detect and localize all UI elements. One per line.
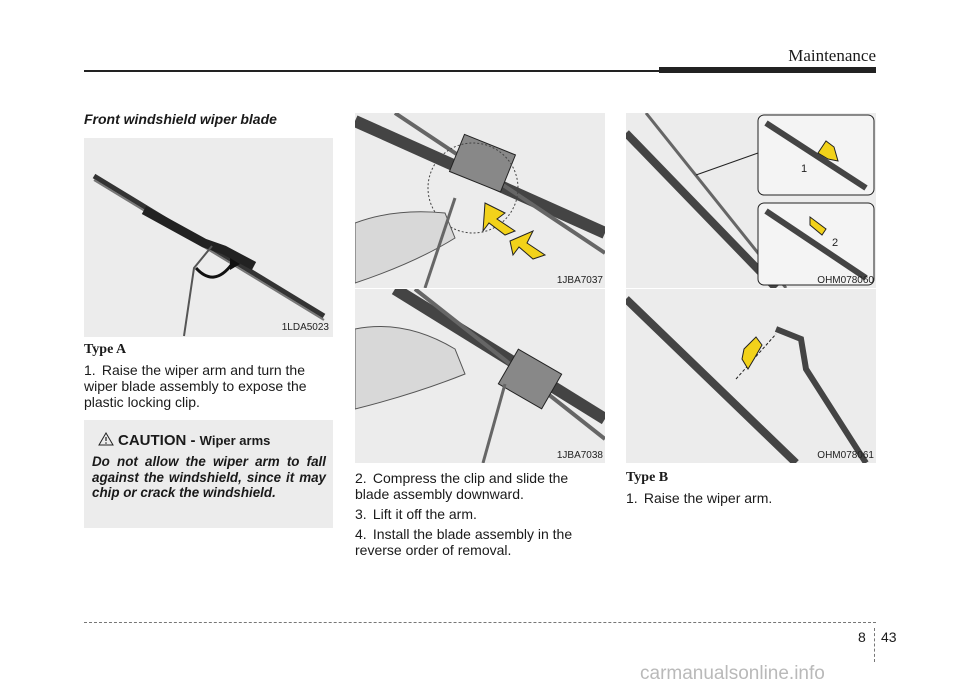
callout-1: 1 — [801, 163, 808, 175]
figure-type-b-detach: OHM078061 — [626, 289, 876, 463]
wiper-illustration — [92, 173, 326, 337]
type-a-label: Type A — [84, 342, 127, 357]
step-text: Compress the clip and slide the blade as… — [355, 470, 569, 502]
step-number: 3. — [355, 506, 367, 522]
page-header-title: Maintenance — [788, 46, 876, 65]
step-text: Raise the wiper arm and turn the wiper b… — [84, 362, 307, 410]
caution-word: CAUTION - — [118, 432, 200, 449]
watermark: carmanualsonline.info — [640, 663, 825, 684]
step-text: Lift it off the arm. — [372, 506, 477, 522]
header-rule-thick — [659, 67, 876, 73]
caution-body: Do not allow the wiper arm to fall again… — [92, 454, 326, 500]
step-number: 1. — [626, 490, 638, 506]
section-title: Front windshield wiper blade — [84, 111, 277, 127]
caution-subject: Wiper arms — [199, 433, 271, 448]
caution-heading: CAUTION - Wiper arms — [118, 432, 270, 449]
lift-illustration — [355, 289, 605, 463]
step-text: Raise the wiper arm. — [643, 490, 773, 506]
step-2: 2. Compress the clip and slide the blade… — [355, 470, 605, 502]
figure-wiper-type-a: 1LDA5023 — [84, 138, 333, 337]
type-b-step-1: 1. Raise the wiper arm. — [626, 490, 876, 506]
callout-2: 2 — [832, 237, 839, 249]
figure-lift-off-arm: 1JBA7038 — [355, 289, 605, 463]
figure-code: 1JBA7038 — [556, 450, 603, 461]
figure-type-b-raise: 1 2 OHM078060 — [626, 113, 876, 288]
figure-code: OHM078061 — [817, 450, 874, 461]
header-rule-thin — [84, 70, 659, 72]
type-b-illustration — [626, 113, 875, 288]
type-a-step-1: 1. Raise the wiper arm and turn the wipe… — [84, 362, 333, 410]
figure-code: 1LDA5023 — [281, 322, 329, 333]
type-b-label: Type B — [626, 470, 669, 485]
step-number: 4. — [355, 526, 367, 542]
step-number: 2. — [355, 470, 367, 486]
detach-illustration — [626, 296, 869, 463]
step-text: Install the blade assembly in the revers… — [355, 526, 573, 558]
clip-illustration — [355, 113, 605, 288]
caution-box: CAUTION - Wiper arms Do not allow the wi… — [84, 420, 333, 528]
figure-code: OHM078060 — [817, 275, 874, 286]
step-number: 1. — [84, 362, 96, 378]
warning-triangle-icon — [98, 432, 114, 446]
figure-compress-clip: 1JBA7037 — [355, 113, 605, 288]
step-3: 3. Lift it off the arm. — [355, 506, 605, 522]
step-4: 4. Install the blade assembly in the rev… — [355, 526, 605, 558]
figure-code: 1JBA7037 — [556, 275, 603, 286]
footer-rule — [84, 622, 876, 623]
page-separator — [874, 628, 875, 662]
page-chapter: 8 — [858, 629, 866, 645]
page-number: 43 — [881, 629, 897, 645]
